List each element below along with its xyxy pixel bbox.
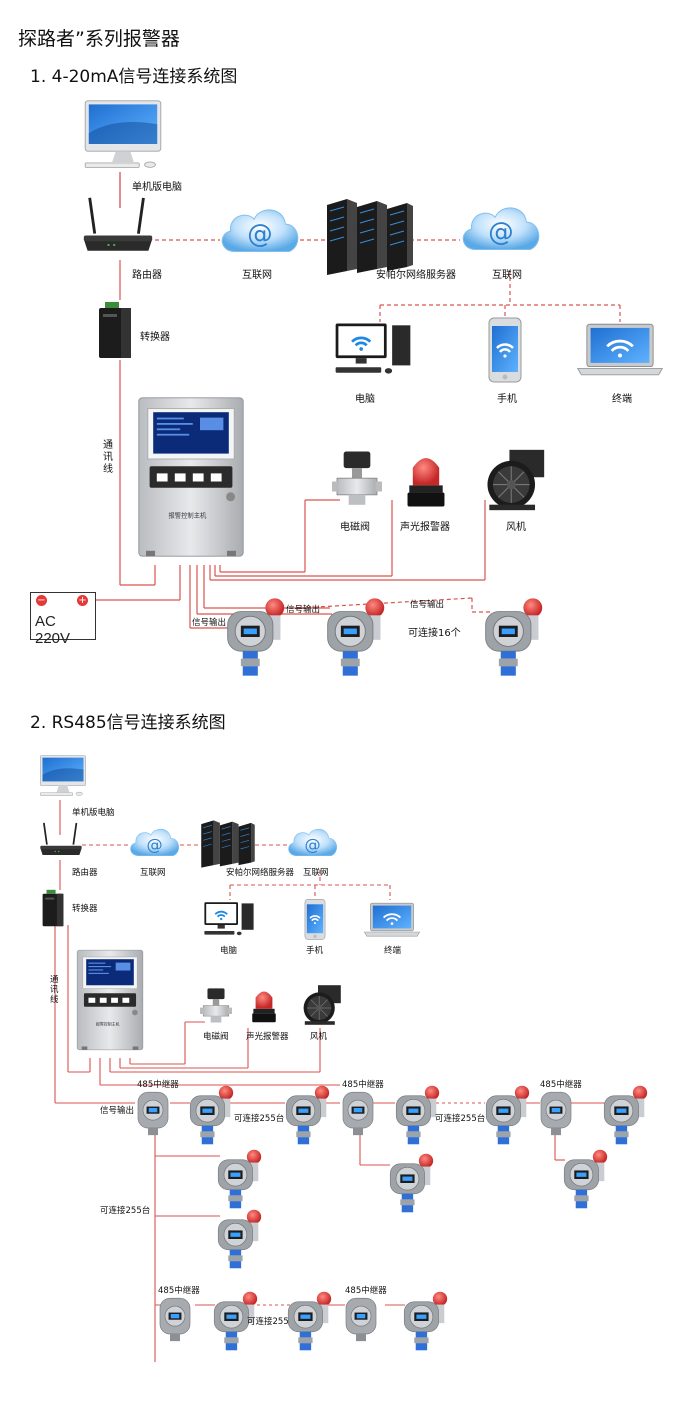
page-title: 探路者”系列报警器 bbox=[18, 28, 180, 50]
detector-icon bbox=[600, 1082, 650, 1148]
desktop-label: 电脑 bbox=[355, 394, 375, 405]
signal-output-label: 信号输出 bbox=[100, 1106, 135, 1116]
cloud2-label: 互联网 bbox=[303, 868, 329, 878]
pc-label: 单机版电脑 bbox=[132, 182, 182, 193]
connect-count-label: 可连接255台 bbox=[435, 1114, 486, 1124]
cloud-icon bbox=[284, 822, 340, 862]
valve-label: 电磁阀 bbox=[203, 1032, 229, 1042]
terminal-label: 终端 bbox=[612, 394, 632, 405]
repeater-label: 485中继器 bbox=[137, 1080, 179, 1090]
detector-icon bbox=[186, 1082, 236, 1148]
plus-icon: + bbox=[77, 595, 88, 606]
detector-icon bbox=[482, 1082, 532, 1148]
power-label: AC 220V bbox=[35, 613, 71, 647]
alarm-label: 声光报警器 bbox=[400, 522, 450, 533]
alarm-icon bbox=[250, 986, 278, 1026]
cloud1-label: 互联网 bbox=[140, 868, 166, 878]
cloud2-label: 互联网 bbox=[492, 270, 522, 281]
power-box: − + AC 220V bbox=[30, 592, 96, 647]
pc-icon bbox=[78, 98, 168, 172]
detector-icon bbox=[214, 1146, 264, 1212]
signal-output-label: 信号输出 bbox=[410, 600, 445, 610]
router-icon bbox=[38, 822, 84, 858]
repeater-label: 485中继器 bbox=[342, 1080, 384, 1090]
controller-icon bbox=[137, 388, 245, 566]
repeater-label: 485中继器 bbox=[540, 1080, 582, 1090]
section2-title: 2. RS485信号连接系统图 bbox=[30, 713, 226, 733]
valve-icon bbox=[200, 986, 232, 1026]
comm-line-label: 通讯线 bbox=[50, 975, 59, 1005]
signal-output-label: 信号输出 bbox=[192, 618, 227, 628]
router-label: 路由器 bbox=[72, 868, 98, 878]
valve-label: 电磁阀 bbox=[340, 522, 370, 533]
pc-label: 单机版电脑 bbox=[72, 808, 115, 818]
repeater-icon bbox=[343, 1294, 379, 1344]
router-icon bbox=[80, 196, 156, 256]
detector-icon bbox=[222, 594, 288, 680]
signal-output-label: 信号输出 bbox=[286, 605, 321, 615]
terminal-label: 终端 bbox=[384, 946, 402, 956]
desktop-icon bbox=[332, 320, 414, 378]
repeater-icon bbox=[157, 1294, 193, 1344]
detector-icon bbox=[284, 1288, 334, 1354]
detector-icon bbox=[560, 1146, 610, 1212]
section1-title: 1. 4-20mA信号连接系统图 bbox=[30, 67, 238, 87]
section2-wires bbox=[54, 800, 605, 1362]
laptop-icon bbox=[574, 320, 666, 380]
converter-icon bbox=[95, 300, 135, 360]
router-label: 路由器 bbox=[132, 270, 162, 281]
repeater-label: 485中继器 bbox=[345, 1286, 387, 1296]
fan-label: 风机 bbox=[310, 1032, 328, 1042]
phone-label: 手机 bbox=[497, 394, 517, 405]
alarm-icon bbox=[404, 450, 448, 512]
repeater-label: 485中继器 bbox=[158, 1286, 200, 1296]
converter-icon bbox=[40, 888, 66, 928]
section1-wires bbox=[90, 172, 621, 629]
phone-icon bbox=[485, 316, 525, 386]
repeater-icon bbox=[340, 1088, 376, 1138]
server-icon bbox=[200, 818, 256, 870]
connect-count-label: 可连接255台 bbox=[247, 1317, 298, 1327]
minus-icon: − bbox=[36, 595, 47, 606]
detector-icon bbox=[322, 594, 388, 680]
comm-line-label: 通讯线 bbox=[103, 440, 113, 475]
detector-icon bbox=[400, 1288, 450, 1354]
connect-count-label: 可连接255台 bbox=[234, 1114, 285, 1124]
fan-icon bbox=[300, 984, 342, 1026]
alarm-label: 声光报警器 bbox=[246, 1032, 289, 1042]
repeater-icon bbox=[135, 1088, 171, 1138]
cloud-icon bbox=[456, 198, 544, 258]
phone-label: 手机 bbox=[306, 946, 324, 956]
converter-label: 转换器 bbox=[140, 332, 170, 343]
cloud-icon bbox=[215, 200, 303, 260]
laptop-icon bbox=[362, 900, 422, 940]
pc-icon bbox=[36, 754, 90, 798]
fan-icon bbox=[482, 448, 546, 512]
converter-label: 转换器 bbox=[72, 904, 98, 914]
connect-count-label: 可连接255台 bbox=[100, 1206, 151, 1216]
fan-label: 风机 bbox=[506, 522, 526, 533]
cloud1-label: 互联网 bbox=[242, 270, 272, 281]
detector-icon bbox=[282, 1082, 332, 1148]
detector-icon bbox=[386, 1150, 436, 1216]
connect-count-label: 可连接16个 bbox=[408, 628, 461, 639]
repeater-icon bbox=[538, 1088, 574, 1138]
cloud-icon bbox=[126, 822, 182, 862]
desktop-label: 电脑 bbox=[220, 946, 238, 956]
controller-icon bbox=[76, 944, 144, 1056]
desktop-icon bbox=[202, 900, 256, 938]
detector-icon bbox=[214, 1206, 264, 1272]
server-label: 安帕尔网络服务器 bbox=[376, 270, 456, 281]
phone-icon bbox=[302, 898, 328, 942]
valve-icon bbox=[332, 448, 382, 510]
detector-icon bbox=[480, 594, 546, 680]
server-label: 安帕尔网络服务器 bbox=[226, 868, 295, 878]
